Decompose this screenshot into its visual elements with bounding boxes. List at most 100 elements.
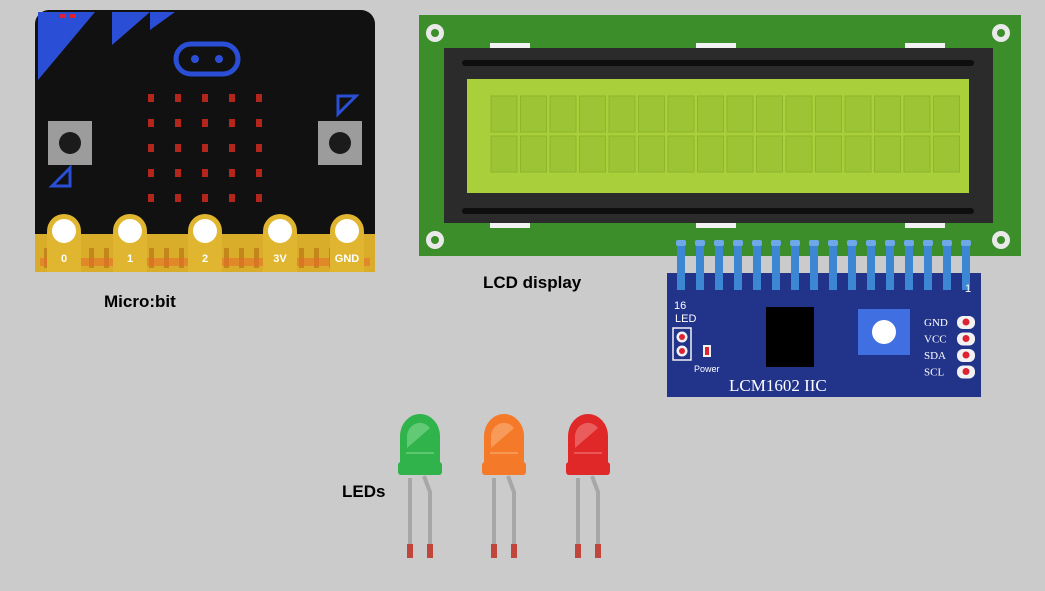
matrix-led <box>229 94 235 102</box>
pin-label: 0 <box>61 253 67 265</box>
lcd-cell <box>844 95 872 133</box>
matrix-led <box>202 94 208 102</box>
matrix-led <box>175 169 181 177</box>
led-group <box>398 414 610 558</box>
lcd-cell <box>638 95 665 133</box>
lcd-cell <box>667 95 695 133</box>
header-pin <box>772 244 780 290</box>
header-pin <box>715 244 723 290</box>
i2c-board <box>667 273 981 397</box>
header-pin <box>886 244 894 290</box>
power-label: Power <box>694 364 720 374</box>
header-pin <box>848 244 856 290</box>
lcd-cell <box>608 95 636 133</box>
matrix-led <box>202 119 208 127</box>
microbit-logo-icon <box>173 41 241 77</box>
lcd-character-cells <box>490 95 960 173</box>
lcd-cell <box>549 135 577 173</box>
lcd-cell <box>667 135 695 173</box>
lcd-cell <box>608 135 636 173</box>
lcd-cell <box>844 135 872 173</box>
lcd-cell <box>785 95 813 133</box>
lcd-cell <box>520 95 547 133</box>
button-b-mark-icon <box>336 94 360 118</box>
pin-hole-icon <box>52 219 76 243</box>
lcd-cell <box>490 95 518 133</box>
matrix-led <box>148 194 154 202</box>
pin-label: GND <box>335 253 360 265</box>
header-pin <box>905 244 913 290</box>
i2c-pin-label-vcc: VCC <box>924 334 947 346</box>
header-pin <box>791 244 799 290</box>
lcd-cell <box>490 135 518 173</box>
matrix-led <box>229 194 235 202</box>
lcd-cell <box>756 135 783 173</box>
lcd-cell <box>549 95 577 133</box>
lcd-cell <box>785 135 813 173</box>
lcd-cell <box>903 95 931 133</box>
microbit-caption: Micro:bit <box>104 292 176 311</box>
lcd-cell <box>815 95 842 133</box>
header-pin <box>867 244 875 290</box>
lcd-cell <box>874 135 901 173</box>
power-led <box>705 347 709 355</box>
microbit-corner-left <box>38 12 95 80</box>
lcd-cell <box>520 135 547 173</box>
lcd-cell <box>933 135 960 173</box>
matrix-led <box>256 194 262 202</box>
microbit-corner-mid <box>112 12 150 45</box>
matrix-led <box>256 144 262 152</box>
lcd-cell <box>726 95 754 133</box>
led-jumper-label: LED <box>675 313 696 325</box>
header-pin <box>734 244 742 290</box>
header-pin <box>829 244 837 290</box>
lcd-cell <box>903 135 931 173</box>
module-name: LCM1602 IIC <box>729 376 827 395</box>
header-pin <box>696 244 704 290</box>
red-led <box>566 414 610 558</box>
lcd-cell <box>756 95 783 133</box>
orange-led <box>482 414 526 558</box>
matrix-led <box>202 144 208 152</box>
header-pin <box>810 244 818 290</box>
matrix-led <box>256 119 262 127</box>
matrix-led <box>175 119 181 127</box>
matrix-led <box>229 144 235 152</box>
lcd-caption: LCD display <box>483 273 582 292</box>
lcd-cell <box>579 135 606 173</box>
i2c-pin-label-sda: SDA <box>924 350 946 362</box>
matrix-led <box>175 144 181 152</box>
header-pins <box>676 240 971 290</box>
lcd-mount-holes <box>426 24 1010 249</box>
lcd-cell <box>815 135 842 173</box>
lcd-cell <box>726 135 754 173</box>
lcd-cell <box>697 95 724 133</box>
matrix-led <box>202 194 208 202</box>
matrix-led <box>256 94 262 102</box>
pin-hole-icon <box>335 219 359 243</box>
i2c-pin-label-gnd: GND <box>924 317 948 329</box>
pin-number-last: 1 <box>965 283 971 295</box>
lcd-cell <box>638 135 665 173</box>
pin-label: 3V <box>273 253 287 265</box>
i2c-chip <box>766 307 814 367</box>
lcd-display <box>419 15 1021 256</box>
pin-label: 2 <box>202 253 208 265</box>
matrix-led <box>148 119 154 127</box>
matrix-led <box>175 194 181 202</box>
header-pin <box>924 244 932 290</box>
header-pin <box>677 244 685 290</box>
pin-hole-icon <box>118 219 142 243</box>
matrix-led <box>202 169 208 177</box>
i2c-pin-label-scl: SCL <box>924 367 944 379</box>
matrix-led <box>229 169 235 177</box>
microbit-led-matrix <box>148 94 262 202</box>
pin-hole-icon <box>268 219 292 243</box>
header-pin <box>753 244 761 290</box>
leds-caption: LEDs <box>342 482 386 501</box>
matrix-led <box>256 169 262 177</box>
matrix-led <box>229 119 235 127</box>
